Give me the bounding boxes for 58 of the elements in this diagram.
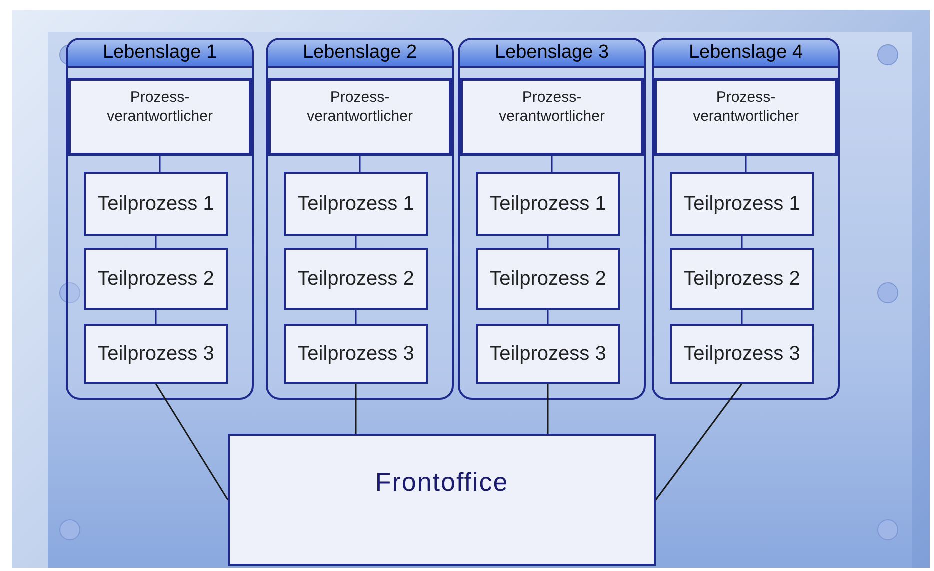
box-label: Teilprozess 3 [98, 342, 214, 366]
box-label: Teilprozess 3 [490, 342, 606, 366]
process-box [670, 324, 814, 384]
connector-line [547, 384, 549, 434]
box-label: Teilprozess 3 [298, 342, 414, 366]
connector-line [741, 310, 743, 324]
connector-line [155, 236, 157, 248]
group-heading: Lebenslage 4 [654, 40, 838, 68]
connector-line [355, 310, 357, 324]
connector-line [359, 156, 361, 172]
box-label: Teilprozess 1 [490, 192, 606, 216]
connector-line [155, 310, 157, 324]
process-box [476, 172, 620, 236]
group-heading: Lebenslage 1 [68, 40, 252, 68]
owner-box [268, 78, 452, 156]
box-label: Prozess-verantwortlicher [306, 89, 414, 126]
group-frame [458, 38, 646, 400]
group-frame [66, 38, 254, 400]
box-label: Prozess-verantwortlicher [106, 89, 214, 126]
connector-line [547, 310, 549, 324]
box-label: Teilprozess 2 [98, 266, 214, 292]
box-label: Prozess-verantwortlicher [692, 89, 800, 126]
group-frame [652, 38, 840, 400]
box-label: Teilprozess 1 [98, 192, 214, 216]
process-box [84, 248, 228, 310]
process-box [476, 324, 620, 384]
group-heading: Lebenslage 3 [460, 40, 644, 68]
connector-line [551, 156, 553, 172]
process-box [84, 324, 228, 384]
box-label: Frontoffice [375, 466, 509, 498]
connector-line [547, 236, 549, 248]
group-frame [266, 38, 454, 400]
frontoffice-box [228, 434, 656, 566]
connector-line [355, 384, 357, 434]
connector-line [355, 236, 357, 248]
box-label: Teilprozess 2 [684, 266, 800, 292]
owner-box [68, 78, 252, 156]
process-box [84, 172, 228, 236]
process-box [284, 172, 428, 236]
process-box [670, 172, 814, 236]
box-label: Teilprozess 2 [490, 266, 606, 292]
connector-line [159, 156, 161, 172]
box-label: Teilprozess 3 [684, 342, 800, 366]
process-box [476, 248, 620, 310]
owner-box [654, 78, 838, 156]
box-label: Teilprozess 1 [684, 192, 800, 216]
box-label: Prozess-verantwortlicher [498, 89, 606, 126]
box-label: Teilprozess 2 [298, 266, 414, 292]
connector-line [155, 384, 229, 500]
group-heading: Lebenslage 2 [268, 40, 452, 68]
box-label: Teilprozess 1 [298, 192, 414, 216]
connector-line [655, 384, 743, 500]
connector-line [745, 156, 747, 172]
process-box [284, 248, 428, 310]
process-box [284, 324, 428, 384]
owner-box [460, 78, 644, 156]
connector-line [741, 236, 743, 248]
process-box [670, 248, 814, 310]
